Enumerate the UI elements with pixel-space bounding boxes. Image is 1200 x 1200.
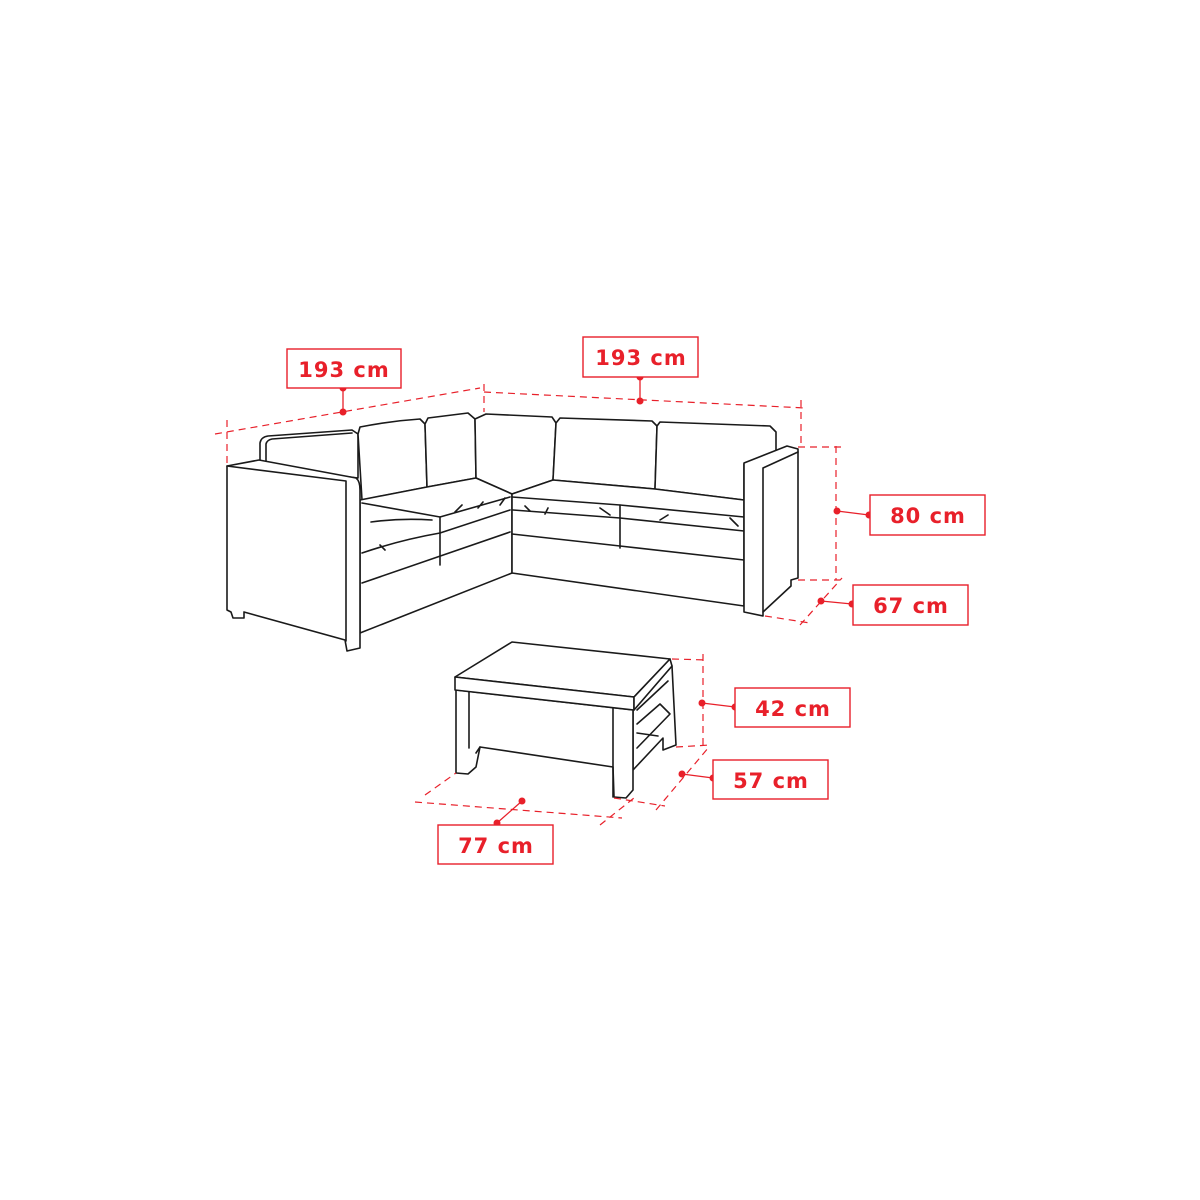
dimension-sofa-depth: 67 cm (764, 577, 969, 626)
label-table-height: 42 cm (755, 697, 831, 721)
back-cushion (474, 413, 557, 495)
dimension-sofa-height: 80 cm (798, 446, 986, 581)
left-armrest (226, 459, 361, 652)
right-armrest (743, 445, 799, 617)
label-sofa-depth: 67 cm (873, 594, 949, 618)
dimension-sofa-left-width: 193 cm (214, 348, 485, 466)
back-cushion (357, 418, 428, 501)
corner-sofa (226, 412, 799, 652)
dimension-table-width: 77 cm (414, 772, 635, 865)
dimension-table-height: 42 cm (671, 654, 851, 748)
label-sofa-left-width: 193 cm (298, 358, 389, 382)
dimension-table-depth: 57 cm (613, 746, 829, 811)
label-table-width: 77 cm (458, 834, 534, 858)
back-cushion (552, 417, 658, 490)
dimension-sofa-right-width: 193 cm (483, 336, 806, 445)
coffee-table (454, 641, 677, 799)
label-table-depth: 57 cm (733, 769, 809, 793)
back-cushion (424, 412, 477, 488)
label-sofa-right-width: 193 cm (595, 346, 686, 370)
label-sofa-height: 80 cm (890, 504, 966, 528)
